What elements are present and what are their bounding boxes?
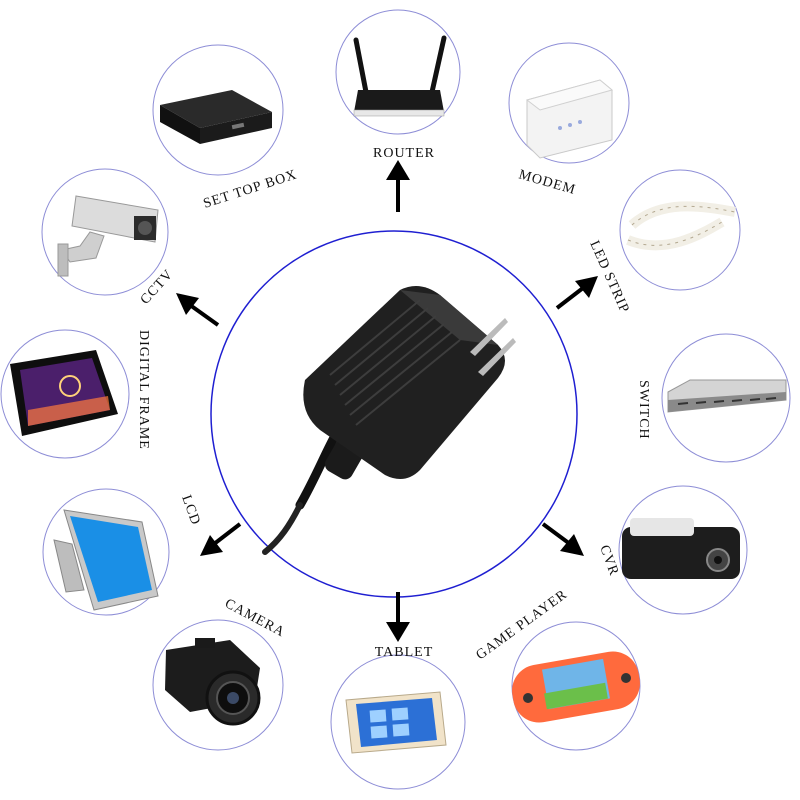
- device-label-tablet: TABLET: [375, 645, 434, 660]
- device-cvr: CVR: [596, 485, 748, 615]
- router-icon: [353, 35, 447, 117]
- handheld-console-icon: [512, 651, 640, 723]
- device-switch: SWITCH: [636, 333, 791, 463]
- device-label-digital-frame: DIGITAL FRAME: [136, 330, 151, 450]
- device-camera: CAMERA: [152, 596, 287, 751]
- photo-frame-icon: [10, 350, 118, 436]
- arrow-to-cvr: [541, 522, 584, 556]
- device-modem: MODEM: [508, 42, 630, 198]
- device-lcd: LCD: [42, 488, 203, 616]
- arrow-to-lcd: [200, 522, 242, 556]
- device-cctv: CCTV: [41, 168, 177, 308]
- modem-icon: [525, 79, 614, 159]
- led-strip-icon: [626, 201, 736, 251]
- device-label-lcd: LCD: [178, 493, 203, 527]
- device-label-switch: SWITCH: [636, 380, 651, 440]
- power-adapter-icon: [262, 286, 516, 555]
- device-game-player: GAME PLAYER: [474, 587, 641, 751]
- center-hub: [210, 230, 578, 598]
- dash-camera-icon: [622, 518, 740, 579]
- arrow-to-router: [386, 160, 410, 212]
- arrow-to-cctv: [176, 293, 220, 327]
- network-switch-icon: [667, 379, 787, 413]
- arrow-to-led-strip: [555, 276, 598, 310]
- camera-icon: [165, 638, 261, 726]
- device-label-router: ROUTER: [373, 146, 435, 161]
- device-router: ROUTER: [335, 9, 461, 161]
- device-label-cvr: CVR: [596, 543, 621, 578]
- cctv-camera-icon: [57, 195, 159, 277]
- set-top-box-icon: [160, 90, 272, 144]
- device-tablet: TABLET: [330, 645, 466, 790]
- arrow-to-tablet: [386, 592, 410, 642]
- device-label-modem: MODEM: [517, 167, 578, 198]
- device-set-top-box: SET TOP BOX: [152, 44, 299, 212]
- monitor-icon: [53, 509, 159, 611]
- device-digital-frame: DIGITAL FRAME: [0, 329, 151, 459]
- tablet-icon: [345, 691, 447, 754]
- device-led-strip: LED STRIP: [586, 169, 741, 316]
